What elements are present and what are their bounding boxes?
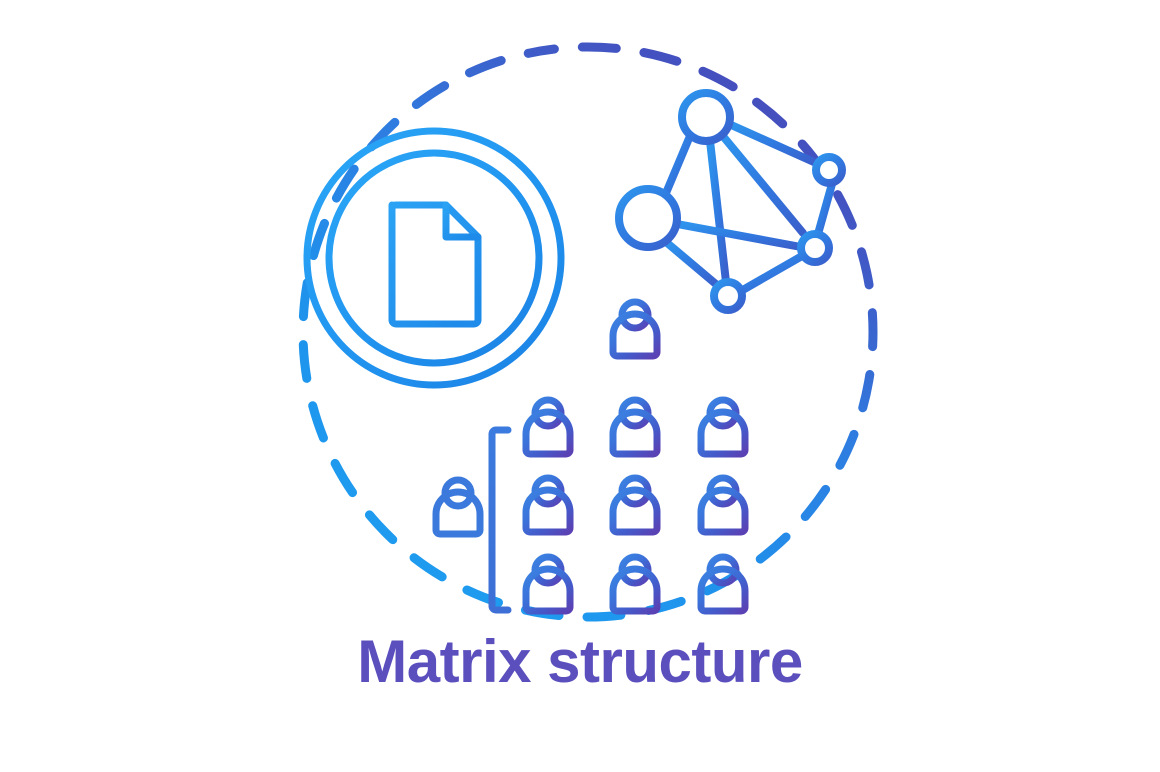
network-node-hub-top — [678, 89, 734, 145]
network-node-bottom — [710, 278, 746, 314]
tree-connector-bar — [543, 373, 728, 393]
document-fold — [442, 201, 482, 241]
document-icon — [388, 201, 482, 328]
person-grid-cell-r3c2 — [613, 557, 657, 611]
person-grid-cell-r1c2 — [613, 400, 657, 454]
network-edge-hubleft-bottom — [662, 238, 721, 289]
person-grid-cell-r1c1 — [526, 400, 570, 454]
network-edge-right2-bottom — [737, 252, 806, 295]
tree-root-person — [613, 302, 657, 356]
person-grid-cell-r2c3 — [701, 478, 745, 532]
person-grid-cell-r2c2 — [613, 478, 657, 532]
target-inner-ring — [325, 149, 543, 367]
target-document-icon — [296, 120, 572, 396]
person-grid-cell-r3c3 — [701, 557, 745, 611]
dashed-boundary-circle — [298, 42, 878, 622]
person-grid-cell-r3c1 — [526, 557, 570, 611]
network-node-right-upper — [812, 153, 846, 187]
person-grid-cell-r1c3 — [701, 400, 745, 454]
network-edges — [662, 120, 836, 295]
network-node-right-lower — [797, 230, 833, 266]
org-chart-tree — [526, 302, 745, 611]
network-edge-hubleft-right2 — [673, 220, 805, 251]
matrix-grouping-bracket — [479, 426, 512, 614]
person-grid-cell-r2c1 — [526, 478, 570, 532]
network-edge-hubtop-hubleft — [662, 132, 694, 197]
network-edge-hubtop-bottom — [706, 137, 730, 286]
network-edge-hubtop-right2 — [718, 131, 807, 237]
bracket-shape — [488, 426, 512, 614]
network-node-hub-left — [615, 185, 681, 251]
matrix-manager-person — [436, 480, 480, 534]
network-nodes — [615, 89, 846, 314]
document-outline — [388, 201, 482, 328]
network-edge-hubtop-right1 — [725, 120, 820, 167]
person-grid — [526, 400, 745, 611]
network-graph-icon — [615, 89, 846, 314]
network-edge-right1-right2 — [814, 180, 836, 238]
